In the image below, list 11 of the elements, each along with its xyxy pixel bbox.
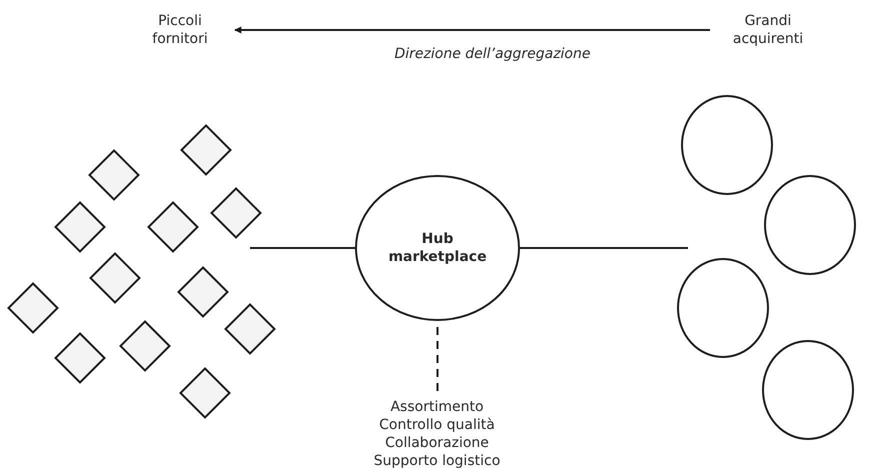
group-label: Piccoli fornitori [151,12,209,48]
service-item: Supporto logistico [374,452,500,470]
connector-line [250,247,355,249]
arrow [234,26,710,34]
hub-label: Hub marketplace [387,230,488,266]
service-item: Assortimento [390,398,484,416]
connector-line [520,247,688,249]
service-item: Collaborazione [385,434,489,452]
service-item: Controllo qualità [379,416,495,434]
connector-line [436,327,438,392]
group-label: Grandi acquirenti [732,12,804,48]
